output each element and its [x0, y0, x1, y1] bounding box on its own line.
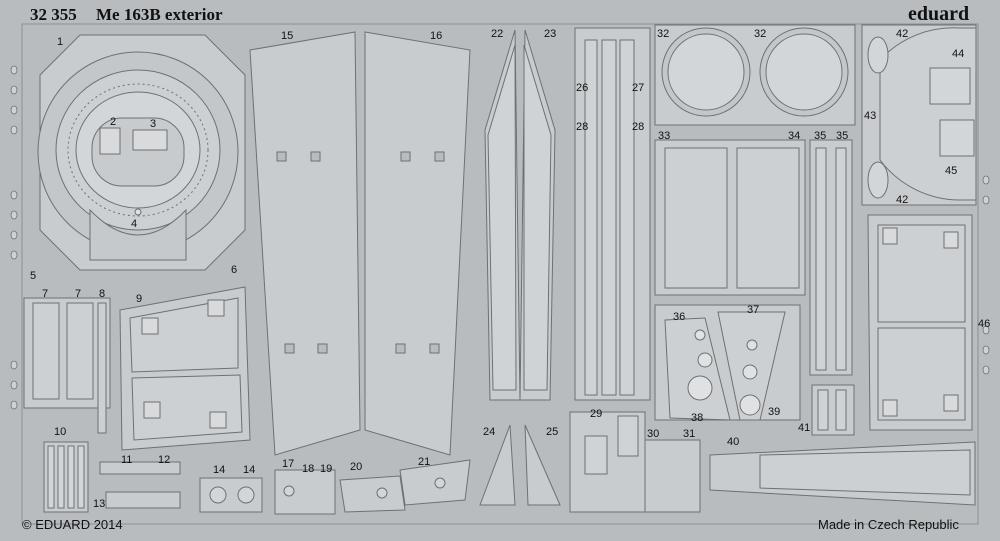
part-number: 9	[136, 293, 143, 305]
part-number: 45	[945, 165, 958, 177]
parts-7-8-strips	[23, 297, 111, 434]
part-number: 17	[282, 458, 295, 470]
part-number: 10	[54, 426, 67, 438]
part-number: 19	[320, 463, 333, 475]
part-41-clips	[811, 384, 855, 436]
part-number: 28	[632, 121, 645, 133]
part-number: 27	[632, 82, 645, 94]
part-number: 34	[788, 130, 801, 142]
part-number: 6	[231, 264, 238, 276]
part-number: 33	[658, 130, 671, 142]
part-number: 40	[727, 436, 740, 448]
part-number: 1	[57, 36, 64, 48]
part-number: 41	[798, 422, 811, 434]
part-number: 32	[657, 28, 670, 40]
part-number: 24	[483, 426, 496, 438]
part-1-nose-cover	[37, 34, 246, 271]
part-number: 5	[30, 270, 37, 282]
parts-24-25-wedges	[479, 424, 561, 506]
part-46-panel	[867, 214, 973, 431]
part-number: 23	[544, 28, 557, 40]
part-number: 22	[491, 28, 504, 40]
part-number: 30	[647, 428, 660, 440]
part-number: 43	[864, 110, 877, 122]
brand-logo-text: eduard	[908, 3, 970, 25]
part-32-rings	[654, 24, 856, 126]
copyright-text: © EDUARD 2014	[22, 517, 123, 532]
part-number: 15	[281, 30, 294, 42]
part-number: 29	[590, 408, 603, 420]
parts-20-21-brackets	[339, 459, 471, 513]
origin-text: Made in Czech Republic	[818, 517, 959, 532]
part-number: 7	[42, 288, 49, 300]
parts-15-16-panels	[249, 31, 471, 456]
part-number: 39	[768, 406, 781, 418]
part-number: 32	[754, 28, 767, 40]
part-number: 11	[121, 454, 133, 466]
part-number: 31	[683, 428, 696, 440]
part-number: 25	[546, 426, 559, 438]
part-number: 35	[814, 130, 827, 142]
parts-10-14-small	[43, 441, 336, 515]
edge-droplets	[10, 65, 990, 410]
parts-33-35-frames	[654, 139, 853, 376]
part-number: 26	[576, 82, 589, 94]
part-number: 14	[213, 464, 226, 476]
part-number: 37	[747, 304, 760, 316]
part-number: 4	[131, 218, 138, 230]
part-number: 7	[75, 288, 82, 300]
part-number: 42	[896, 28, 909, 40]
part-40-strip	[709, 441, 976, 506]
part-9-panel	[119, 286, 251, 451]
part-number: 42	[896, 194, 909, 206]
part-number: 8	[99, 288, 106, 300]
part-number: 2	[110, 116, 117, 128]
part-number: 20	[350, 461, 363, 473]
part-number: 44	[952, 48, 965, 60]
parts-42-45	[861, 24, 977, 206]
part-number: 38	[691, 412, 704, 424]
part-number: 12	[158, 454, 171, 466]
part-number: 35	[836, 130, 849, 142]
sheet-code: 32 355	[30, 5, 77, 24]
parts-36-39-plates	[654, 304, 801, 421]
part-number: 13	[93, 498, 106, 510]
part-number: 3	[150, 118, 157, 130]
part-number: 28	[576, 121, 589, 133]
fret-border	[21, 23, 979, 525]
part-number: 18	[302, 463, 315, 475]
part-number: 16	[430, 30, 443, 42]
parts-29-31	[569, 411, 701, 513]
parts-22-23-strips	[484, 29, 556, 401]
part-number: 36	[673, 311, 686, 323]
part-number: 21	[418, 456, 431, 468]
parts-26-28-strips	[574, 27, 651, 401]
sheet-title: Me 163B exterior	[96, 5, 223, 24]
part-number: 46	[978, 318, 991, 330]
part-number: 14	[243, 464, 256, 476]
